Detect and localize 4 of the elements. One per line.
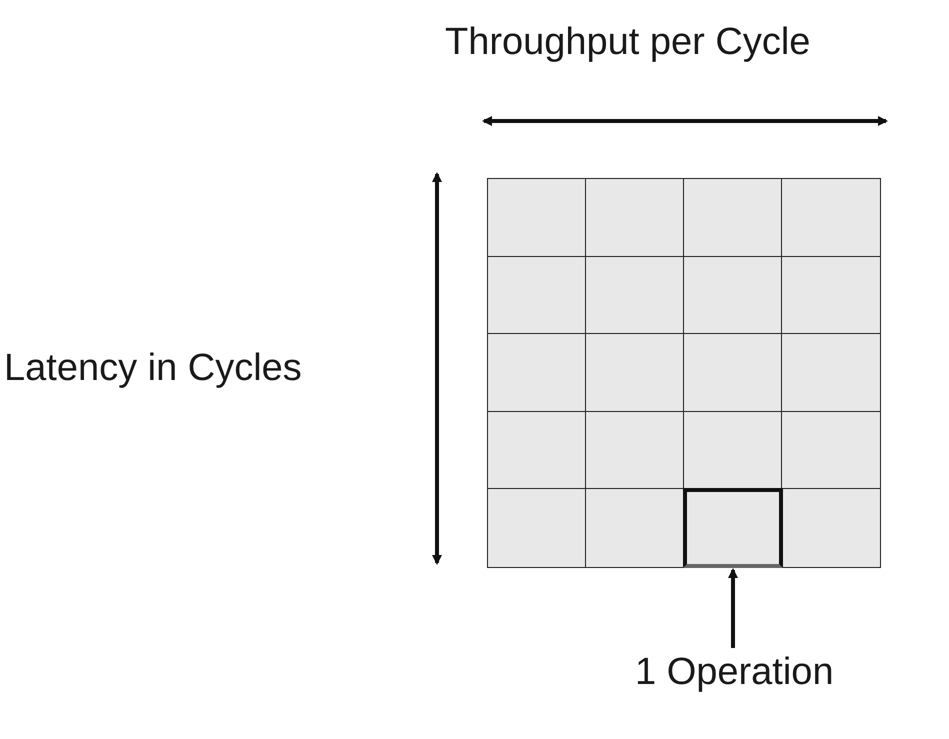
leader-arrow bbox=[728, 568, 738, 648]
axis-label: Latency in Cycles bbox=[4, 348, 302, 390]
text-label: 1 Operation bbox=[635, 652, 834, 694]
axis-label: Throughput per Cycle bbox=[445, 22, 810, 64]
